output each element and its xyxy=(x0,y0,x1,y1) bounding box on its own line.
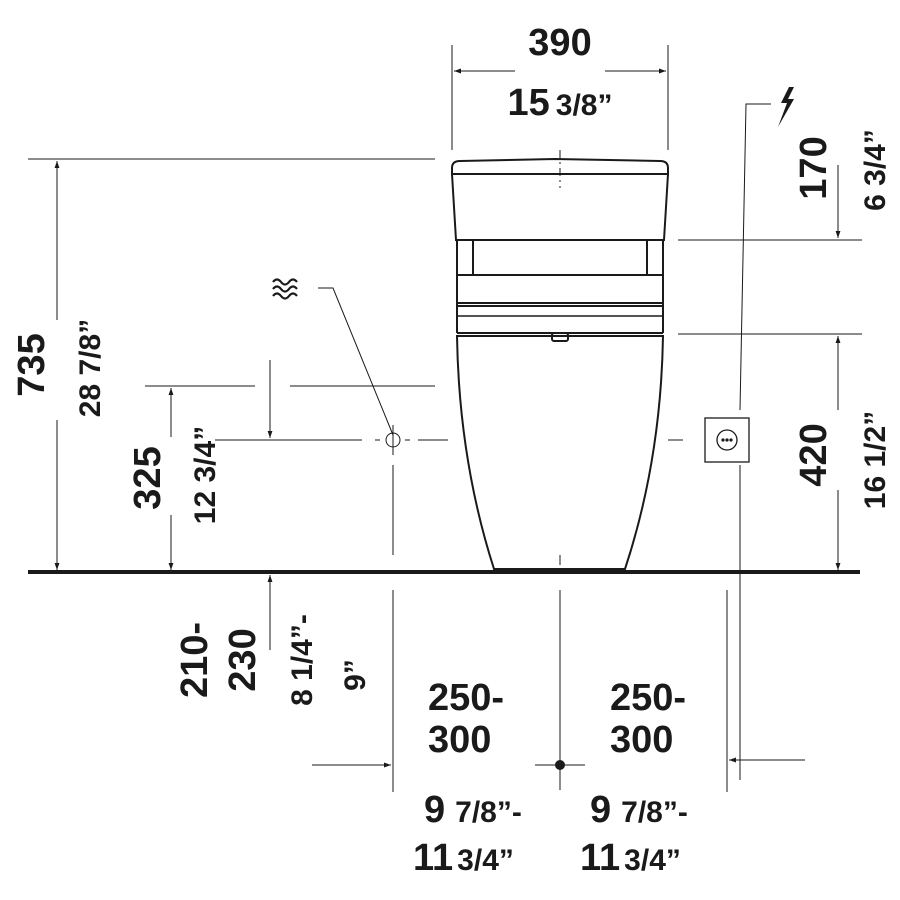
total-height-in: 28 7/8” xyxy=(74,319,107,417)
right-offset-mm-line2: 300 xyxy=(610,719,673,761)
left-offset-mm-line2: 300 xyxy=(428,719,491,761)
left-offset-mm-line1: 250- xyxy=(428,677,504,719)
water-height-mm: 325 xyxy=(127,446,169,509)
total-height-dimension xyxy=(28,158,435,570)
water-waves-icon xyxy=(272,278,298,300)
water-supply xyxy=(145,287,448,570)
electrical-supply xyxy=(668,103,862,780)
water-connection-point xyxy=(385,432,401,448)
socket-from-top-mm: 170 xyxy=(793,136,835,199)
total-height-mm: 735 xyxy=(11,333,53,396)
socket-height-in: 16 1/2” xyxy=(859,411,892,509)
water-height-in: 12 3/4” xyxy=(189,426,222,524)
floor-offset-mm-line1: 210- xyxy=(174,622,216,698)
center-point xyxy=(555,760,565,770)
floor-offset-in-line2: 9” xyxy=(339,659,372,691)
socket-from-top-in: 6 3/4” xyxy=(859,129,892,211)
floor-offset-in-line1: 8 1/4”- xyxy=(286,614,319,706)
floor-offset-mm-line2: 230 xyxy=(222,628,264,691)
width-dimension xyxy=(451,45,669,150)
lightning-bolt-icon xyxy=(778,87,794,127)
right-offset-mm-line1: 250- xyxy=(610,677,686,719)
power-socket-icon xyxy=(704,417,750,463)
socket-height-mm: 420 xyxy=(793,423,835,486)
toilet-outline xyxy=(451,157,669,570)
width-mm: 390 xyxy=(528,22,591,64)
bottom-offset-dimensions xyxy=(312,590,805,792)
